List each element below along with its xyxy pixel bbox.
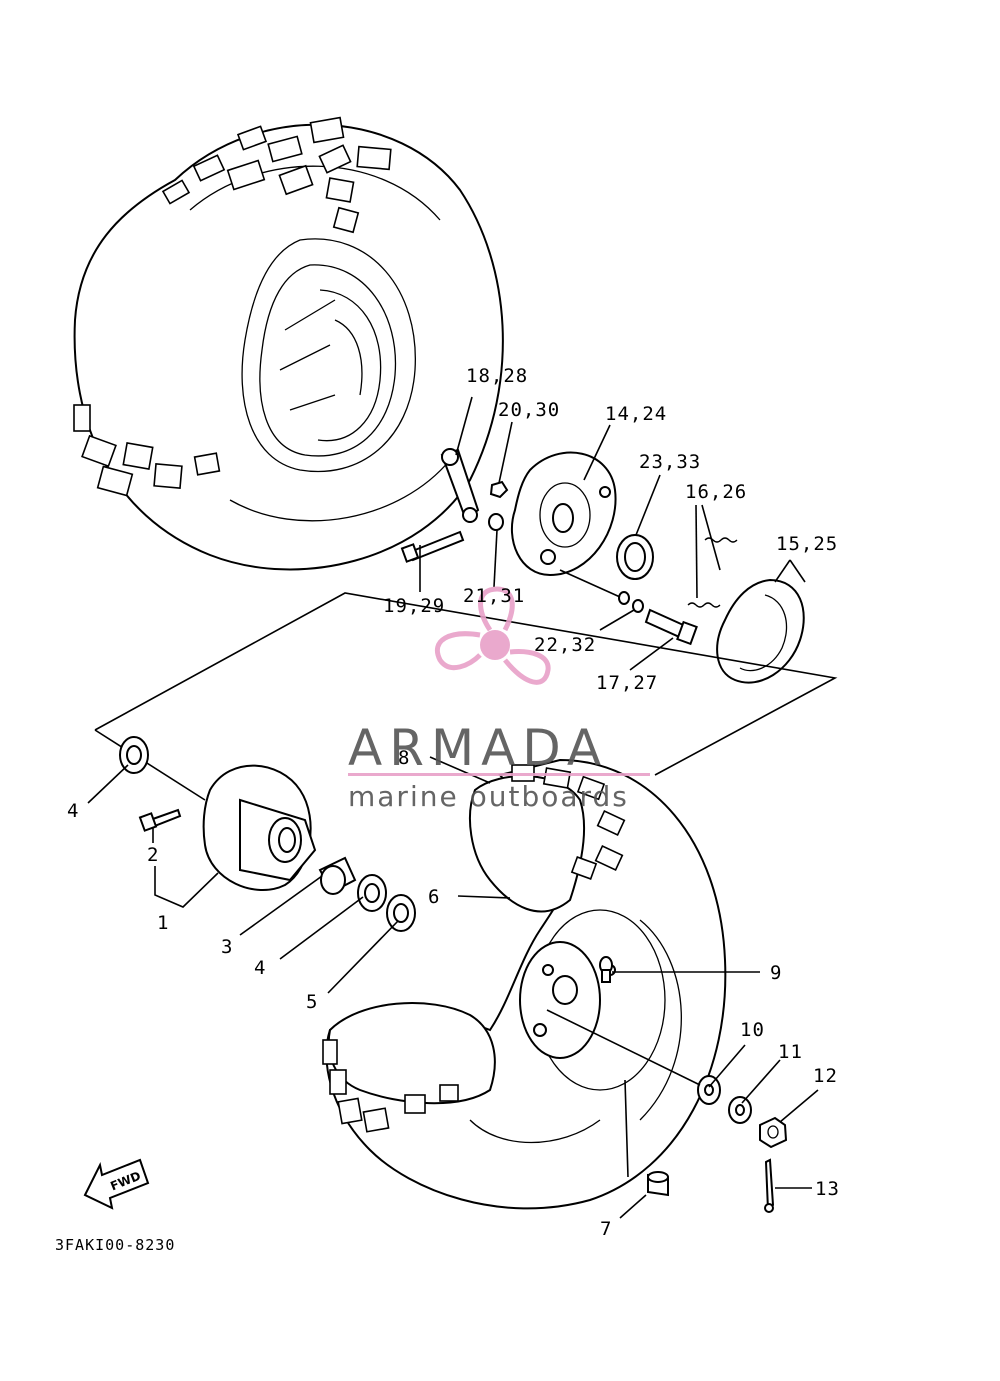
brand-underline <box>348 773 650 776</box>
callout-17-27: 17,27 <box>596 672 658 694</box>
callout-13: 13 <box>815 1178 840 1200</box>
hub-bolt <box>138 808 182 832</box>
small-washer <box>488 513 504 531</box>
callout-16-26: 16,26 <box>685 481 747 503</box>
valve-stem <box>599 956 613 983</box>
brake-shoe-springs <box>687 537 738 608</box>
bearing-left <box>119 736 149 774</box>
callout-22-32: 22,32 <box>534 634 596 656</box>
propeller-logo <box>435 586 551 685</box>
callout-3: 3 <box>221 936 233 958</box>
callout-11: 11 <box>778 1041 803 1063</box>
brake-lever-bolt <box>400 530 465 563</box>
callout-4-bearing-right: 4 <box>254 957 266 979</box>
callout-6: 6 <box>428 886 440 908</box>
cotter-pin <box>764 1158 775 1213</box>
brake-camshaft-lever <box>440 448 480 523</box>
callout-14-24: 14,24 <box>605 403 667 425</box>
oil-seal <box>616 534 654 580</box>
callout-21-31: 21,31 <box>463 585 525 607</box>
fwd-direction-arrow: FWD <box>83 1158 150 1210</box>
callout-18-28: 18,28 <box>466 365 528 387</box>
brand-tagline: marine outboards <box>348 780 629 813</box>
castle-nut <box>759 1116 788 1149</box>
brake-shoe-plate <box>510 451 617 577</box>
callout-8: 8 <box>398 747 410 769</box>
callout-9: 9 <box>770 962 782 984</box>
oil-seal-lower <box>386 894 416 932</box>
brand-name: ARMADA <box>348 719 608 777</box>
washer-plain <box>697 1075 721 1105</box>
spacer <box>318 856 357 895</box>
tread-blocks-upper <box>73 116 392 497</box>
callout-7: 7 <box>600 1218 612 1240</box>
washer-spring <box>728 1096 752 1124</box>
assembly-outline <box>94 592 838 801</box>
drawing-code: 3FAKI00-8230 <box>55 1236 175 1254</box>
brake-shoe-kit <box>716 578 805 684</box>
callout-2: 2 <box>147 844 159 866</box>
callout-1: 1 <box>157 912 169 934</box>
callout-20-30: 20,30 <box>498 399 560 421</box>
callout-4-bearing-left: 4 <box>67 800 79 822</box>
callout-15-25: 15,25 <box>776 533 838 555</box>
armada-watermark: ARMADA marine outboards <box>348 586 650 813</box>
callout-23-33: 23,33 <box>639 451 701 473</box>
upper-tire <box>73 116 504 571</box>
callout-10: 10 <box>740 1019 765 1041</box>
callout-labels: 1 2 3 4 4 5 6 7 8 9 10 11 12 13 14,24 15… <box>67 365 840 1240</box>
tread-blocks-lower <box>322 764 626 1133</box>
lower-tire <box>322 758 727 1210</box>
brake-camshaft <box>644 608 698 646</box>
valve-cap <box>647 1171 669 1197</box>
leader-lines <box>87 396 819 1219</box>
bearing-right <box>357 874 387 912</box>
small-nut <box>489 480 509 499</box>
callout-19-29: 19,29 <box>383 595 445 617</box>
wheel-hub <box>202 764 317 891</box>
callout-5: 5 <box>306 991 318 1013</box>
callout-12: 12 <box>813 1065 838 1087</box>
o-rings <box>618 591 644 613</box>
